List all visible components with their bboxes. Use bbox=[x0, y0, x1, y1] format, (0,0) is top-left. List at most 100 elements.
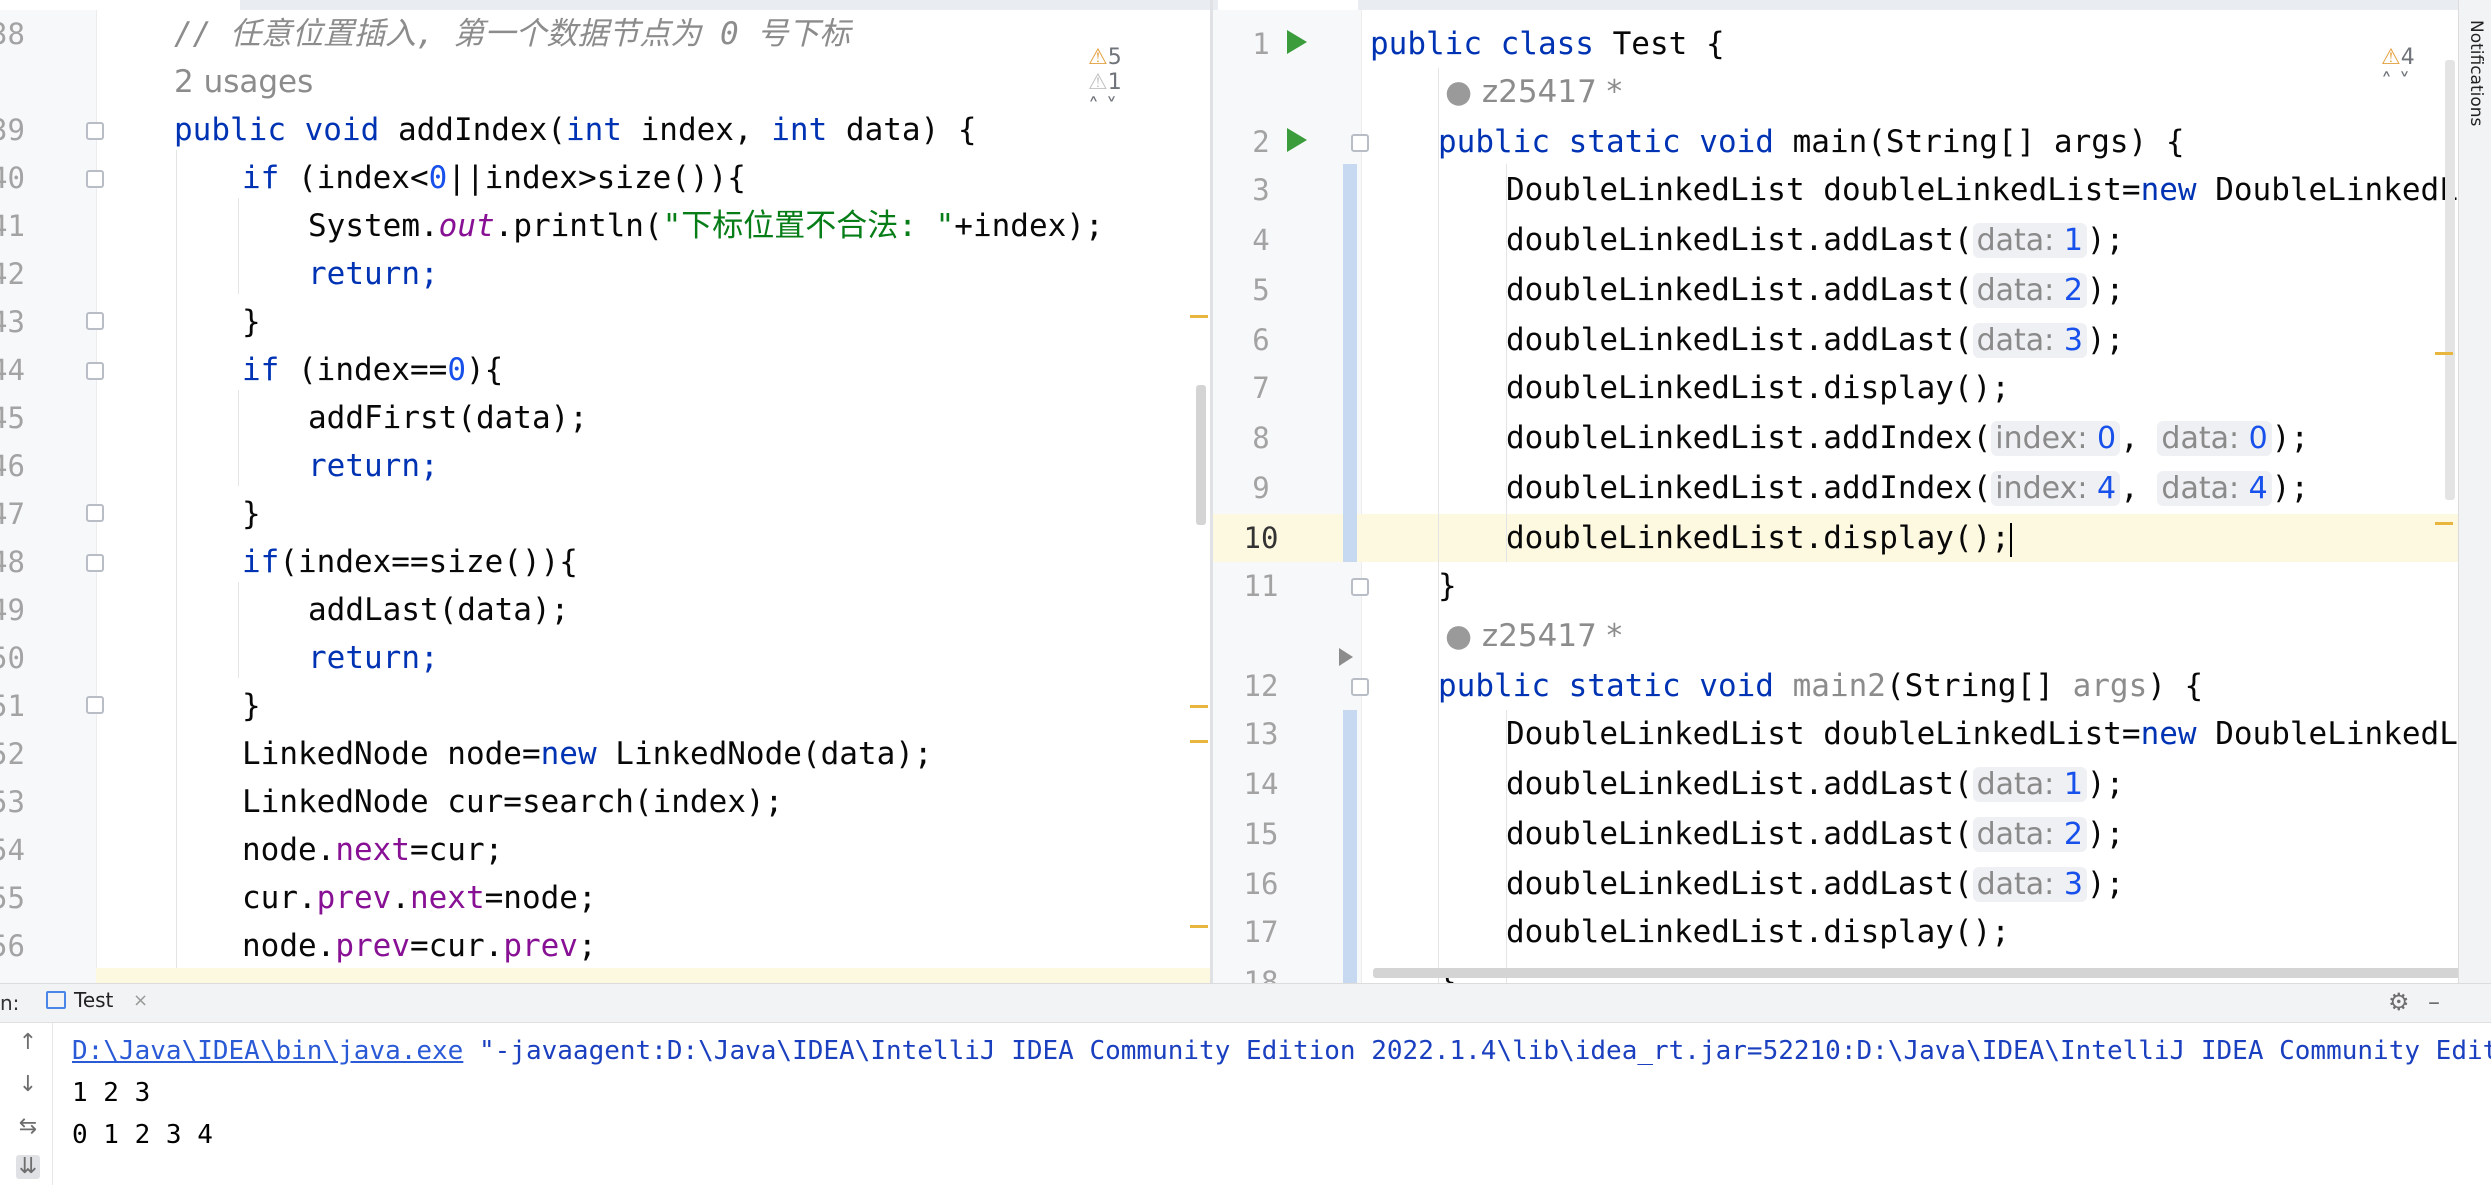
weak-warning-count: 1 bbox=[1107, 70, 1122, 95]
code-line-current[interactable]: doubleLinkedList.display(); bbox=[1506, 520, 2012, 557]
indent-guide bbox=[238, 198, 239, 294]
arrow-up-icon[interactable]: ↑ bbox=[18, 1030, 38, 1055]
notifications-tool-button[interactable]: Notifications bbox=[2462, 20, 2490, 140]
author-hint[interactable]: ● z25417 * bbox=[1445, 74, 1623, 110]
code-line: node.next=cur; bbox=[242, 832, 504, 868]
line-number: 6 bbox=[1252, 323, 1270, 357]
line-number: 54 bbox=[0, 833, 25, 867]
fold-marker[interactable] bbox=[86, 312, 104, 330]
right-horizontal-scrollbar-thumb[interactable] bbox=[1373, 968, 2458, 978]
vcs-change-marker bbox=[1343, 164, 1357, 562]
warning-marker[interactable] bbox=[1190, 705, 1208, 708]
line-number: 51 bbox=[0, 689, 25, 723]
line-number: 55 bbox=[0, 881, 25, 915]
right-gutter-divider bbox=[1361, 10, 1362, 983]
indent-guide bbox=[238, 390, 239, 486]
java-exe-link[interactable]: D:\Java\IDEA\bin\java.exe bbox=[72, 1036, 464, 1066]
code-line: if (index==0){ bbox=[242, 352, 504, 388]
code-line: } bbox=[242, 304, 261, 340]
code-line: doubleLinkedList.addLast(data: 3); bbox=[1506, 322, 2125, 358]
console-toolbar: ↑ ↓ ⇆ ⇊ bbox=[0, 1023, 53, 1185]
author-hint[interactable]: ● z25417 * bbox=[1445, 618, 1623, 654]
run-main-icon[interactable] bbox=[1287, 128, 1307, 152]
collapsed-arrow-icon[interactable] bbox=[1339, 648, 1353, 666]
right-tool-strip bbox=[2458, 0, 2491, 983]
warning-marker[interactable] bbox=[1190, 740, 1208, 743]
run-tool-header: n: Test × ⚙ – bbox=[0, 984, 2491, 1023]
fold-marker[interactable] bbox=[86, 170, 104, 188]
line-number: 42 bbox=[0, 257, 25, 291]
tab-run-test[interactable]: Test × bbox=[36, 988, 158, 1018]
fold-marker[interactable] bbox=[86, 696, 104, 714]
arrow-down-icon[interactable]: ↓ bbox=[18, 1072, 38, 1097]
line-number: 8 bbox=[1252, 421, 1270, 455]
right-vertical-scrollbar-thumb[interactable] bbox=[2445, 60, 2455, 500]
fold-marker[interactable] bbox=[1351, 578, 1369, 596]
code-line: public void addIndex(int index, int data… bbox=[174, 112, 977, 148]
line-number: 53 bbox=[0, 785, 25, 819]
weak-warning-icon: ⚠ bbox=[1087, 70, 1108, 95]
parameter-hint: index: 0 bbox=[1991, 421, 2121, 456]
console-command-line: D:\Java\IDEA\bin\java.exe "-javaagent:D:… bbox=[72, 1036, 2491, 1066]
run-class-icon[interactable] bbox=[1287, 30, 1307, 54]
warning-count: 5 bbox=[1107, 45, 1122, 70]
fold-marker[interactable] bbox=[86, 362, 104, 380]
run-config-icon bbox=[46, 991, 66, 1009]
chevron-up-icon[interactable]: ˄ bbox=[2380, 70, 2392, 95]
line-number: 38 bbox=[0, 17, 25, 51]
code-line: doubleLinkedList.addLast(data: 2); bbox=[1506, 272, 2125, 308]
line-number: 45 bbox=[0, 401, 25, 435]
run-label: n: bbox=[0, 991, 20, 1015]
warning-marker[interactable] bbox=[2435, 522, 2453, 525]
line-number: 17 bbox=[1243, 915, 1279, 949]
parameter-hint: data: 1 bbox=[1972, 767, 2087, 802]
inspection-widget[interactable]: ⚠4 ˄ ˅ bbox=[2353, 20, 2415, 120]
editor-splitter[interactable] bbox=[1210, 0, 1213, 983]
line-number: 56 bbox=[0, 929, 25, 963]
indent-guide bbox=[1506, 164, 1507, 562]
code-comment: // 任意位置插入, 第一个数据节点为 0 号下标 bbox=[174, 16, 851, 52]
minimize-icon[interactable]: – bbox=[2428, 988, 2440, 1016]
line-number: 7 bbox=[1252, 371, 1270, 405]
chevron-down-icon[interactable]: ˅ bbox=[2398, 70, 2410, 95]
warning-marker[interactable] bbox=[1190, 925, 1208, 928]
warning-marker[interactable] bbox=[1190, 315, 1208, 318]
code-line: } bbox=[1438, 568, 1457, 604]
run-tab-label: Test bbox=[74, 988, 114, 1012]
chevron-down-icon[interactable]: ˅ bbox=[1105, 95, 1117, 120]
indent-guide bbox=[176, 150, 177, 983]
left-editor: 38 39 40 41 42 43 44 45 46 47 48 49 50 5… bbox=[0, 0, 1210, 983]
parameter-hint: data: 0 bbox=[2157, 421, 2272, 456]
console-output-line: 0 1 2 3 4 bbox=[72, 1120, 213, 1150]
line-number: 12 bbox=[1243, 669, 1279, 703]
fold-marker[interactable] bbox=[86, 504, 104, 522]
fold-marker[interactable] bbox=[1351, 678, 1369, 696]
fold-marker[interactable] bbox=[86, 554, 104, 572]
code-line: doubleLinkedList.addLast(data: 2); bbox=[1506, 816, 2125, 852]
close-tab-icon[interactable]: × bbox=[133, 989, 149, 1011]
warning-marker[interactable] bbox=[2435, 352, 2453, 355]
tab-test[interactable] bbox=[1218, 0, 1358, 10]
code-line: return; bbox=[308, 256, 439, 292]
usages-hint[interactable]: 2 usages bbox=[174, 64, 314, 100]
code-line: } bbox=[242, 688, 261, 724]
gear-icon[interactable]: ⚙ bbox=[2388, 988, 2410, 1016]
code-line: DoubleLinkedList doubleLinkedList=new Do… bbox=[1506, 172, 2458, 208]
left-scrollbar-thumb[interactable] bbox=[1196, 385, 1206, 525]
soft-wrap-icon[interactable]: ⇆ bbox=[18, 1114, 38, 1139]
parameter-hint: data: 2 bbox=[1972, 273, 2087, 308]
line-number: 9 bbox=[1252, 471, 1270, 505]
line-number: 5 bbox=[1252, 273, 1270, 307]
line-number: 47 bbox=[0, 497, 25, 531]
indent-guide bbox=[1438, 68, 1439, 983]
inspection-widget[interactable]: ⚠5 ⚠1 ˄ ˅ bbox=[1060, 20, 1122, 145]
chevron-up-icon[interactable]: ˄ bbox=[1087, 95, 1099, 120]
warning-icon: ⚠ bbox=[1087, 45, 1108, 70]
scroll-to-end-icon[interactable]: ⇊ bbox=[16, 1155, 40, 1179]
fold-marker[interactable] bbox=[86, 122, 104, 140]
code-line: return; bbox=[308, 640, 439, 676]
fold-marker[interactable] bbox=[1351, 134, 1369, 152]
right-tab-strip bbox=[1213, 0, 2458, 10]
tab-doublelinkedlist[interactable] bbox=[0, 0, 240, 10]
console-output-line: 1 2 3 bbox=[72, 1078, 151, 1108]
